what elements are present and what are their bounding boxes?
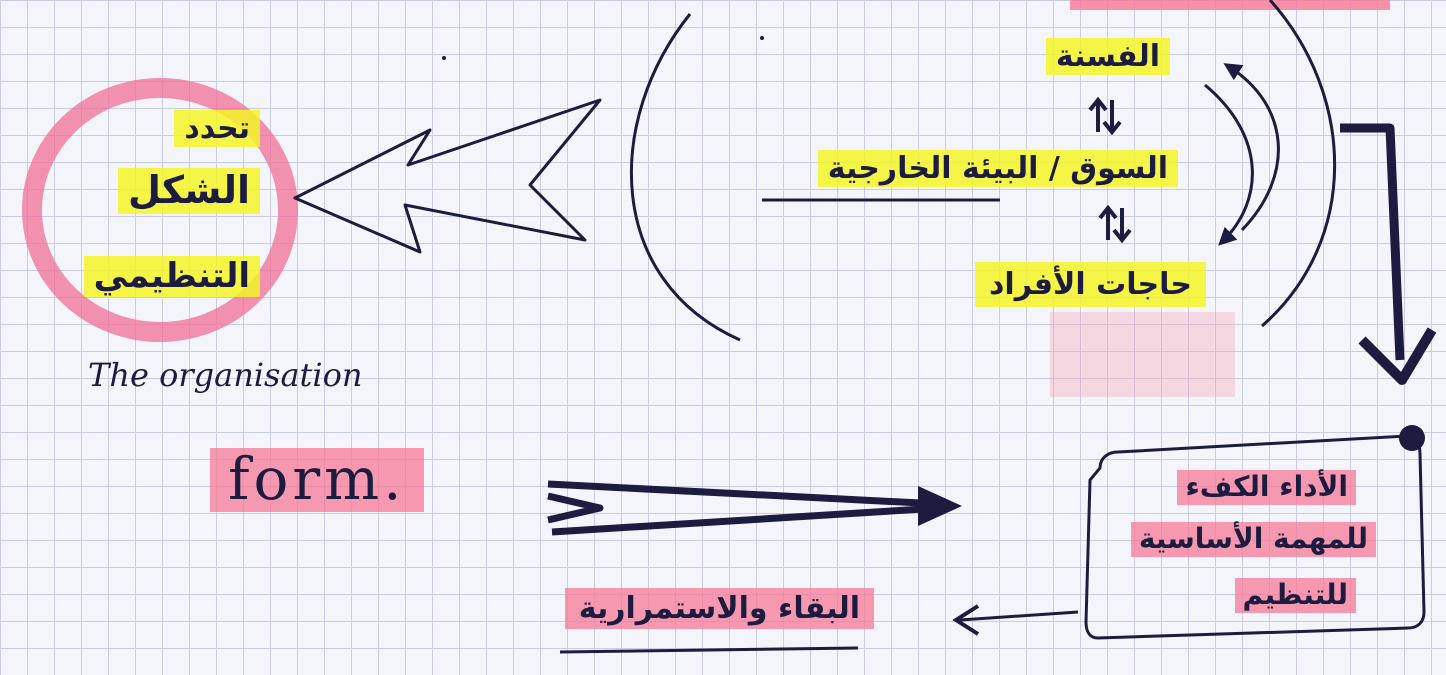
right-bracket (1262, 0, 1335, 326)
down-arrow-shaft (1340, 128, 1400, 360)
form-arrow-head (918, 486, 962, 526)
box-line-organisation: للتنظيم (1235, 578, 1356, 613)
stack-item-bottom: حاجات الأفراد (975, 262, 1206, 307)
updown-arrows-1 (1090, 100, 1120, 132)
box-dot (1399, 425, 1425, 451)
updown-arrows-2 (1100, 208, 1130, 240)
label-survival: البقاء والاستمرارية (565, 588, 874, 629)
label-organisational-ar: التنظيمي (84, 256, 260, 297)
pen-dot (760, 36, 764, 40)
stack-item-top: الفسنة (1046, 38, 1170, 75)
circled-group: تحدد الشكل التنظيمي (60, 110, 290, 330)
box-line-performance: الأداء الكفء (1177, 470, 1356, 505)
left-bracket (631, 14, 740, 340)
pen-dot (442, 56, 446, 60)
label-form-en: form. (210, 448, 424, 512)
label-form-ar: الشكل (118, 168, 260, 214)
survival-underline (560, 648, 858, 652)
curve-arrow-up (1228, 66, 1278, 230)
left-arrow (295, 100, 600, 252)
box-line-task: للمهمة الأساسية (1131, 522, 1376, 557)
form-arrow-shaft (548, 484, 940, 532)
survival-arrow-line (960, 612, 1078, 620)
curve-arrow-down (1205, 85, 1252, 242)
stack-item-middle: السوق / البيئة الخارجية (818, 150, 1178, 187)
label-determines: تحدد (174, 110, 260, 147)
caption-organisation: The organisation (88, 358, 363, 393)
